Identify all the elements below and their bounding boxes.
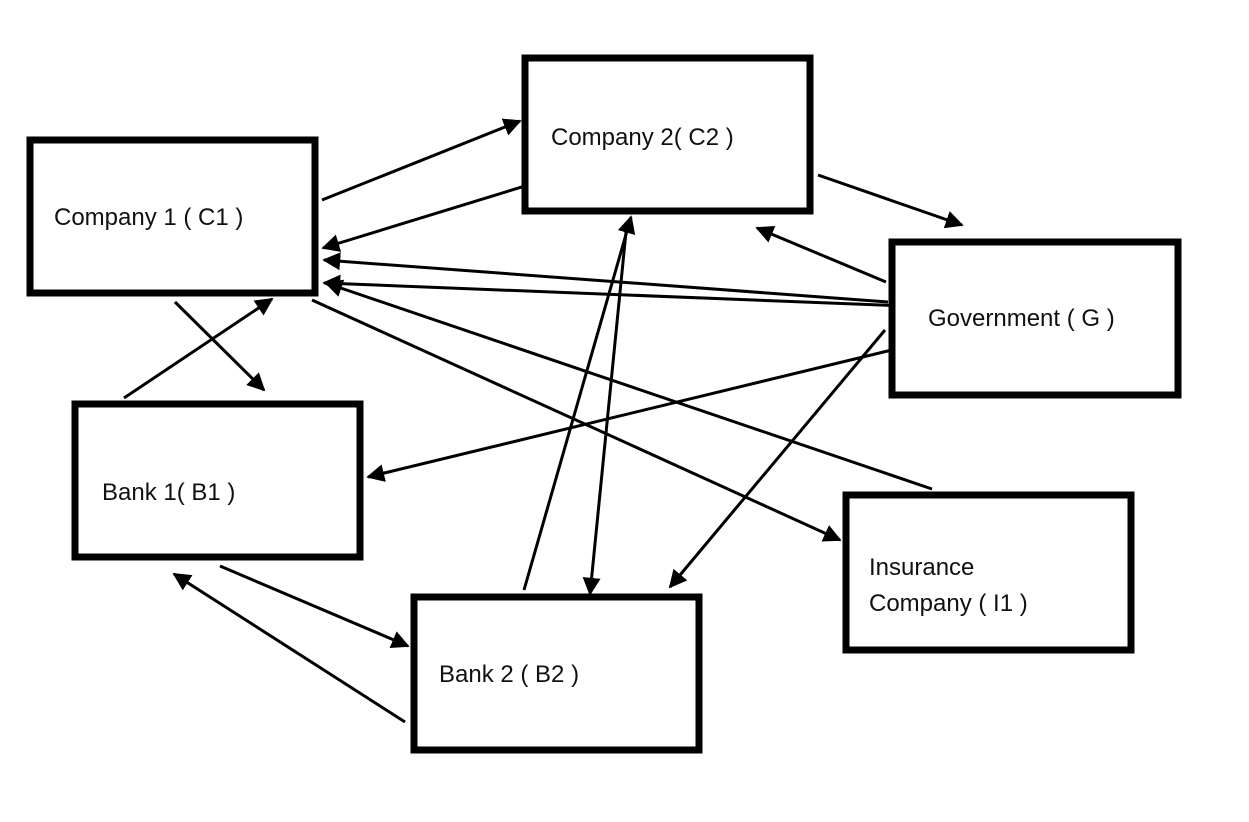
node-government: Government ( G ) <box>888 238 1182 399</box>
edge-g-to-c2 <box>755 225 887 284</box>
node-label-i1-line1: Insurance <box>869 554 974 581</box>
edge-c1-to-b1 <box>173 300 266 392</box>
node-box-c2 <box>521 54 814 215</box>
node-bank-2: Bank 2 ( B2 ) <box>410 593 703 754</box>
node-label-i1-line2: Company ( I1 ) <box>869 590 1028 617</box>
node-box-g <box>888 238 1182 399</box>
edge-g-to-c1-lower <box>322 274 906 308</box>
node-label-b1: Bank 1( B1 ) <box>102 479 235 506</box>
node-company-1: Company 1 ( C1 ) <box>26 136 319 297</box>
node-box-i1 <box>842 491 1135 654</box>
edge-c2-to-g <box>817 173 964 229</box>
edge-g-to-b1 <box>366 345 905 482</box>
edge-c2-to-c1 <box>321 180 539 252</box>
edge-b2-to-b1 <box>172 572 406 724</box>
edge-c1-to-i1 <box>311 298 842 542</box>
node-insurance-company: Insurance Company ( I1 ) <box>842 491 1135 654</box>
node-bank-1: Bank 1( B1 ) <box>71 400 364 561</box>
node-box-b1 <box>71 400 364 561</box>
node-label-g: Government ( G ) <box>928 305 1115 332</box>
edge-b1-to-c1 <box>123 297 274 400</box>
node-box-b2 <box>410 593 703 754</box>
node-company-2: Company 2( C2 ) <box>521 54 814 215</box>
edge-i1-to-c1 <box>324 279 933 491</box>
edge-b1-to-b2 <box>219 564 410 648</box>
node-label-b2: Bank 2 ( B2 ) <box>439 661 579 688</box>
edges-layer <box>123 118 964 724</box>
edge-g-to-b2 <box>668 329 887 589</box>
node-label-c1: Company 1 ( C1 ) <box>54 204 243 231</box>
node-box-c1 <box>26 136 319 297</box>
node-label-c2: Company 2( C2 ) <box>551 124 734 151</box>
edge-c2-to-b2 <box>582 231 628 596</box>
edge-b2-to-c2 <box>522 215 636 591</box>
edge-c1-to-c2 <box>321 118 522 202</box>
edge-g-to-c1-upper <box>322 252 889 304</box>
